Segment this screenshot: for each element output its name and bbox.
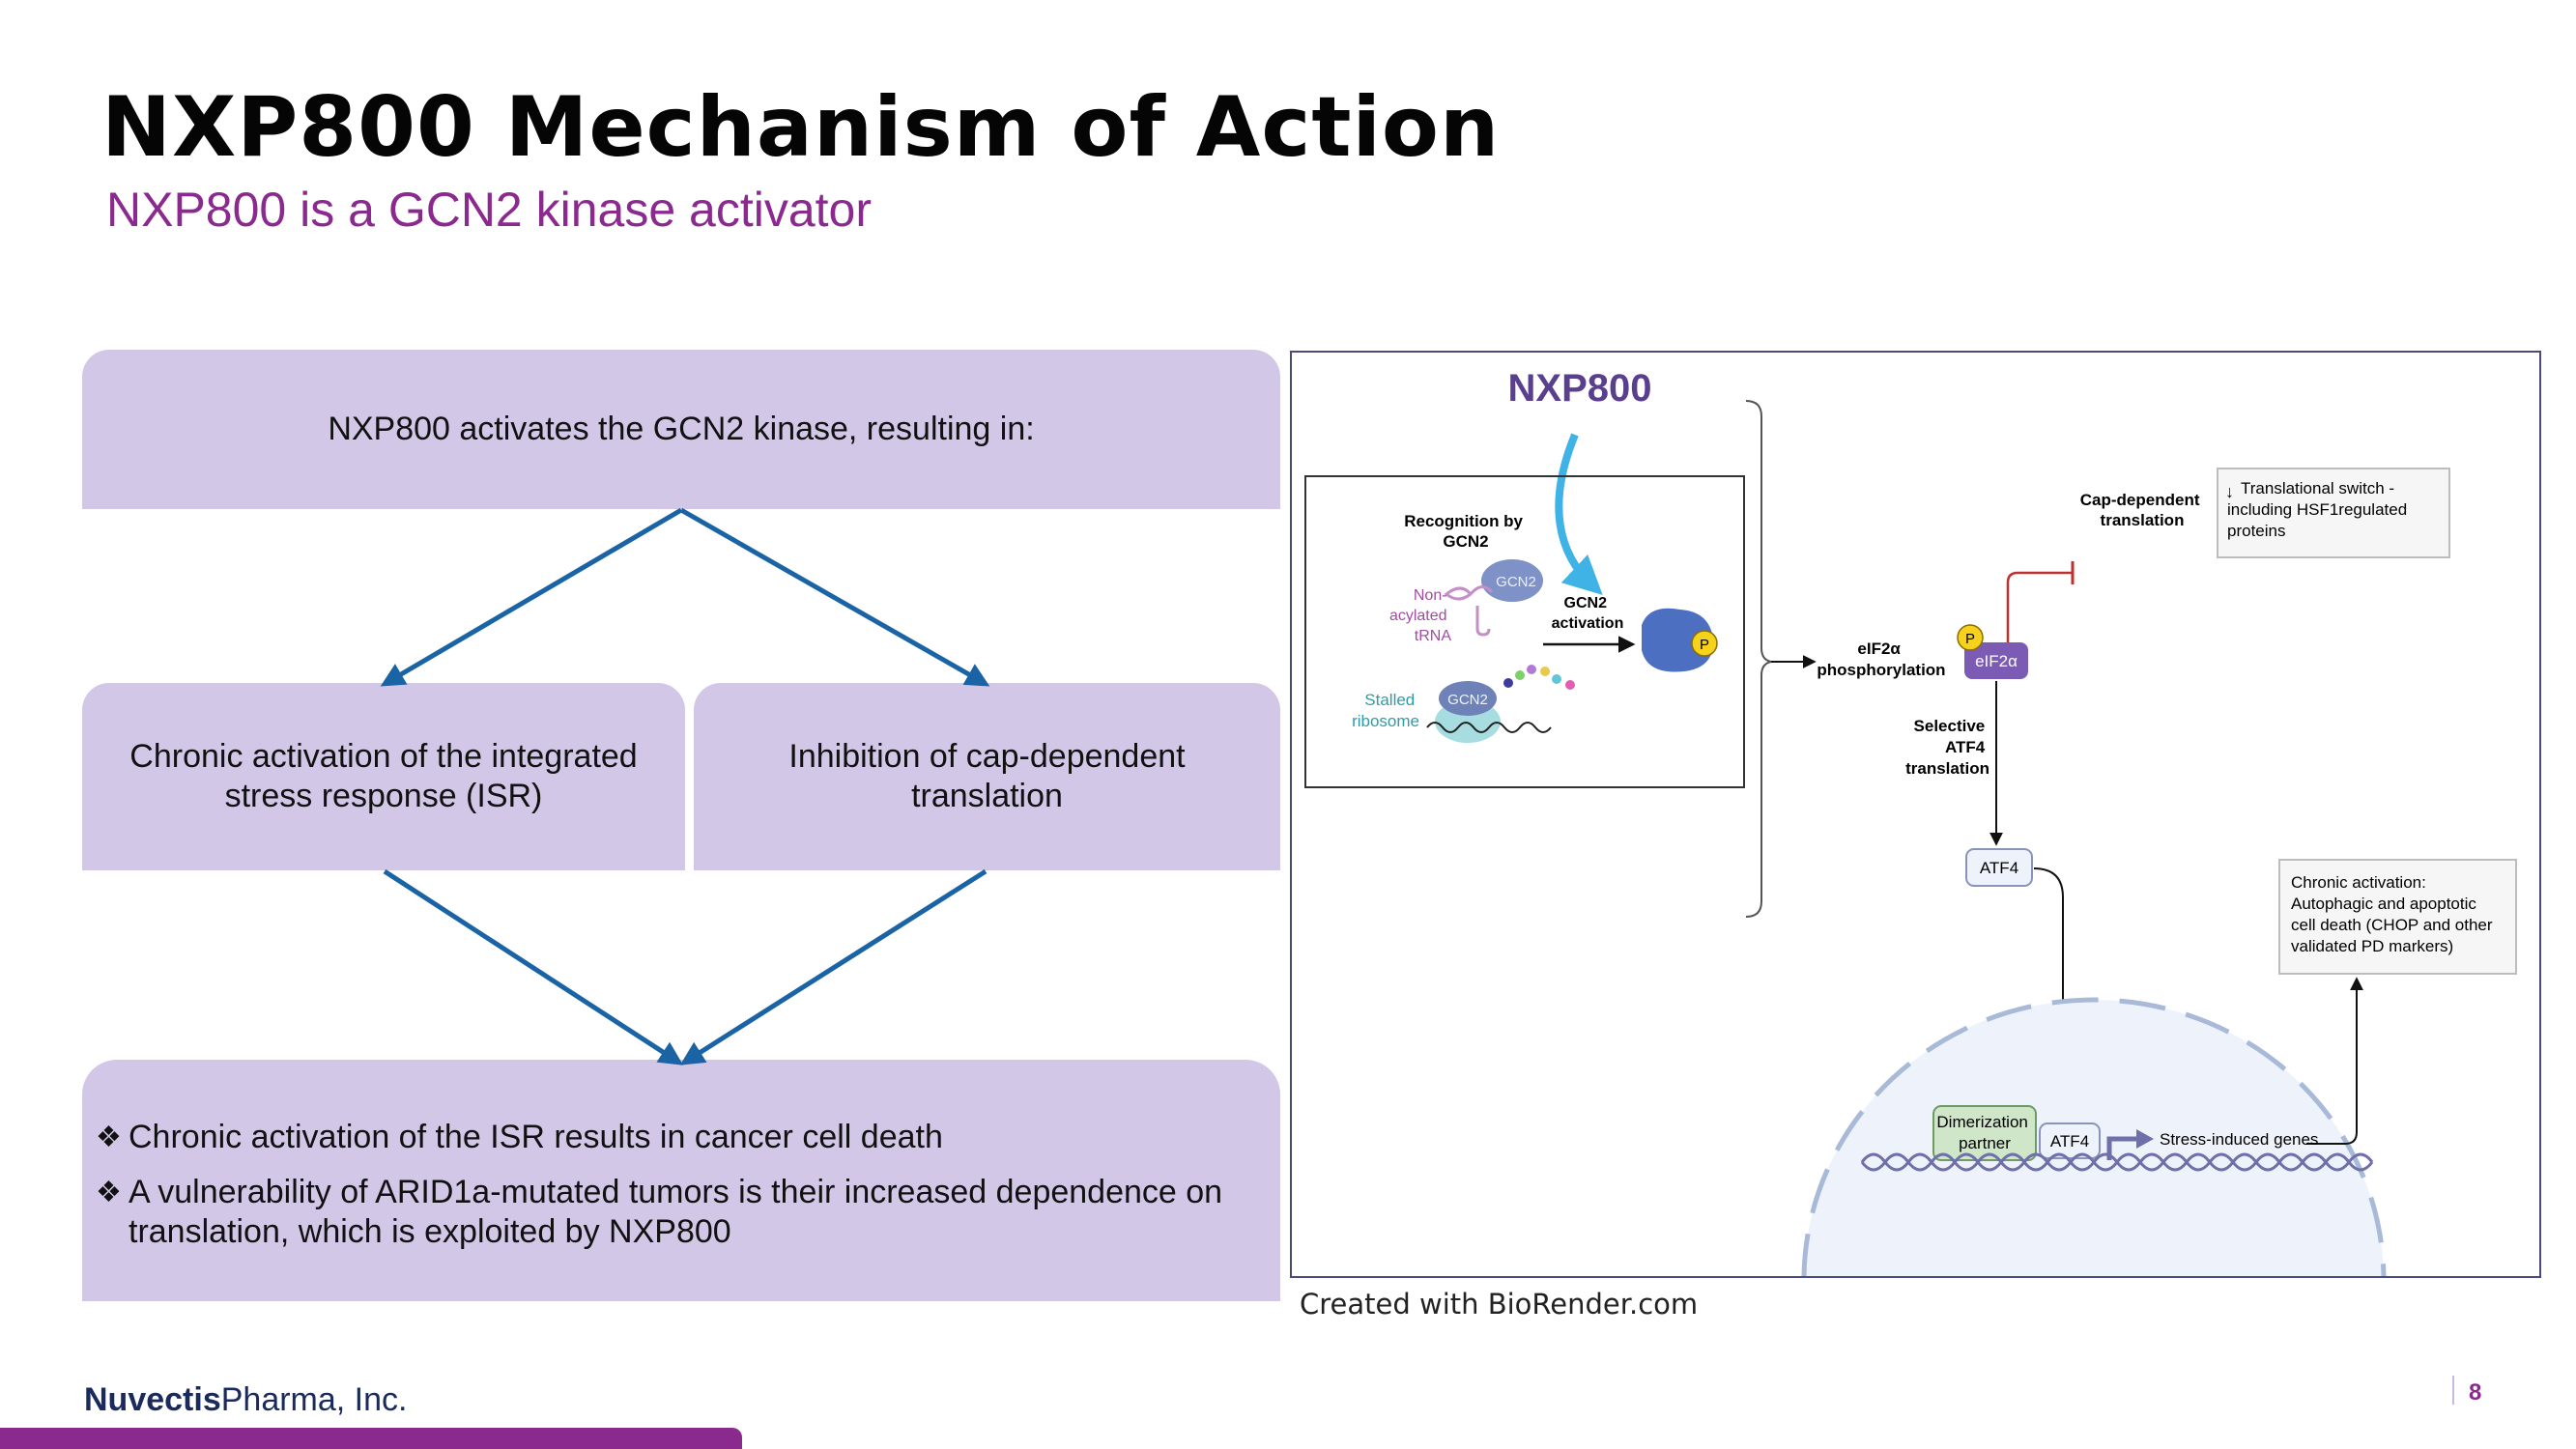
dna-strand-icon <box>1860 1152 2374 1172</box>
bracket <box>1745 400 1772 918</box>
mechanism-diagram: NXP800 Recognition by GCN2 GCN2 Non- acy… <box>1304 367 2517 1276</box>
arrow-left-bottom <box>383 868 684 1065</box>
phospho-label: P <box>1965 631 1975 647</box>
arrow-top-right <box>679 507 990 687</box>
selective-label: Selective ATF4 translation <box>1905 717 1989 778</box>
stalled-ribosome-label: Stalled ribosome <box>1352 691 1419 730</box>
down-arrow-icon: ↓ <box>2225 482 2234 501</box>
switch-box <box>2217 468 2450 558</box>
chronic-label: Chronic activation: Autophagic and apopt… <box>2291 873 2497 955</box>
promoter-arrow-icon <box>2106 1136 2138 1160</box>
atf4-label-nucleus: ATF4 <box>2050 1132 2089 1151</box>
brand-rest: Pharma, Inc. <box>220 1381 408 1418</box>
inhibition-arrow <box>2006 571 2072 642</box>
peptide-bead-icon <box>1515 670 1525 680</box>
flow-box-top: NXP800 activates the GCN2 kinase, result… <box>82 350 1280 509</box>
atf4-label-top: ATF4 <box>1980 859 2018 877</box>
arrow-top-left <box>380 507 683 687</box>
chronic-arrow <box>2306 977 2363 1145</box>
peptide-bead-icon <box>1503 678 1513 688</box>
atf4-badge-top <box>1965 848 2033 887</box>
chronic-box <box>2278 859 2517 975</box>
bullet-item: ❖ Chronic activation of the ISR results … <box>96 1118 1261 1157</box>
phospho-label: P <box>1700 637 1709 653</box>
activated-gcn2-icon <box>1642 608 1714 672</box>
flow-top-text: NXP800 activates the GCN2 kinase, result… <box>328 411 1035 448</box>
atf4-badge-nucleus <box>2039 1122 2101 1159</box>
phospho-badge-icon <box>1691 630 1718 657</box>
atf4-entry-arrow <box>2033 867 2070 1124</box>
activation-label: GCN2 activation <box>1552 595 1624 632</box>
footer-accent-bar <box>0 1428 742 1449</box>
biorender-credit: Created with BioRender.com <box>1300 1288 1699 1321</box>
trna-label: Non- acylated tRNA <box>1389 587 1451 644</box>
nucleus-membrane <box>1801 997 2387 1276</box>
eif2a-label: eIF2α <box>1975 652 2018 670</box>
peptide-bead-icon <box>1527 665 1536 674</box>
arrow-right-bottom <box>679 868 987 1065</box>
mrna-strand-icon <box>1426 722 1552 733</box>
drug-curve-arrow <box>1555 433 1603 595</box>
diamond-bullet-icon: ❖ <box>96 1122 122 1153</box>
eif2a-badge <box>1964 642 2028 679</box>
bullet-text: A vulnerability of ARID1a-mutated tumors… <box>129 1174 1223 1250</box>
peptide-bead-icon <box>1552 674 1561 684</box>
bullet-text: Chronic activation of the ISR results in… <box>129 1119 943 1155</box>
drug-label: NXP800 <box>1508 367 1652 410</box>
gcn2-label-top: GCN2 <box>1496 574 1536 590</box>
brand-bold: Nuvectis <box>84 1381 221 1418</box>
flow-left-text: Chronic activation of the integrated str… <box>129 738 638 814</box>
flow-box-right: Inhibition of cap-dependent translation <box>694 683 1280 870</box>
page-title: NXP800 Mechanism of Action <box>101 79 1501 176</box>
peptide-bead-icon <box>1565 680 1575 690</box>
recognition-panel <box>1304 475 1745 788</box>
company-logo: NuvectisPharma, Inc. <box>84 1381 407 1419</box>
flow-right-text: Inhibition of cap-dependent translation <box>788 738 1186 814</box>
phosphorylation-label: eIF2α phosphorylation <box>1817 639 1945 679</box>
cap-dependent-label: Cap-dependent translation <box>2080 491 2204 529</box>
dimerization-badge <box>1932 1105 2037 1161</box>
switch-label: Translational switch - including HSF1reg… <box>2227 479 2412 540</box>
flow-box-left: Chronic activation of the integrated str… <box>82 683 685 870</box>
gcn2-protein-icon <box>1439 681 1497 716</box>
recognition-label: Recognition by GCN2 <box>1404 512 1528 551</box>
page-number: 8 <box>2469 1379 2482 1406</box>
gcn2-protein-icon <box>1481 559 1543 602</box>
peptide-bead-icon <box>1540 667 1550 676</box>
stress-genes-label: Stress-induced genes <box>2160 1130 2318 1149</box>
page-subtitle: NXP800 is a GCN2 kinase activator <box>106 183 873 237</box>
bullet-item: ❖ A vulnerability of ARID1a-mutated tumo… <box>96 1173 1261 1252</box>
diamond-bullet-icon: ❖ <box>96 1177 122 1208</box>
gcn2-label-bottom: GCN2 <box>1447 692 1488 708</box>
trna-icon <box>1444 585 1494 637</box>
promoter-arrowhead-icon <box>2136 1129 2154 1149</box>
page-number-divider <box>2452 1376 2454 1405</box>
mechanism-figure: NXP800 Recognition by GCN2 GCN2 Non- acy… <box>1290 351 2541 1278</box>
phospho-badge-icon <box>1957 624 1984 651</box>
dimerization-label: Dimerization partner <box>1936 1113 2032 1152</box>
flow-box-bottom: ❖ Chronic activation of the ISR results … <box>82 1060 1280 1301</box>
